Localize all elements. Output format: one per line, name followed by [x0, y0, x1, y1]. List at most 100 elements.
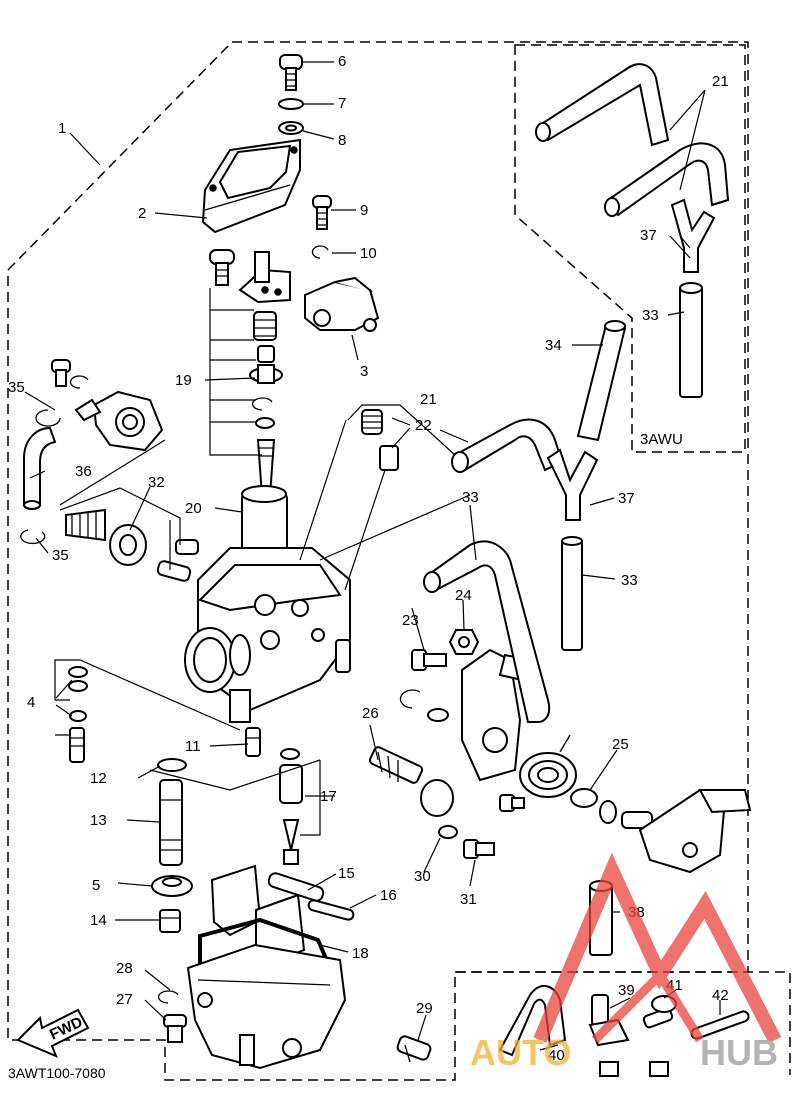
clamp-35: [35, 409, 61, 427]
callout-14: 14: [90, 912, 107, 929]
screw-27: [163, 1014, 187, 1043]
jet-14: [159, 909, 181, 933]
callout-29: 29: [416, 1000, 433, 1017]
callout-20: 20: [185, 500, 202, 517]
float-bowl: [186, 943, 347, 1070]
callout-27: 27: [116, 991, 133, 1008]
callout-1: 1: [58, 120, 66, 137]
screw-9: [312, 195, 332, 230]
assembly-boundary: [7, 41, 749, 1081]
watermark-logo: AUTO HUB: [470, 852, 782, 1073]
callout-37: 37: [618, 490, 635, 507]
spring-22: [361, 409, 399, 471]
collar-25: [570, 788, 598, 808]
watermark-text-left: AUTO: [470, 1032, 571, 1073]
watermark-text-right: HUB: [700, 1032, 778, 1073]
callout-32: 32: [148, 474, 165, 491]
nut-24: [448, 629, 480, 655]
callout-18: 18: [352, 945, 369, 962]
hose-34: [576, 320, 627, 442]
callout-21-inset: 21: [712, 73, 729, 90]
callout-33-inset: 33: [642, 307, 659, 324]
screw-pilot: [51, 359, 71, 387]
callout-39: 39: [618, 982, 635, 999]
screw-6: [279, 54, 303, 91]
clip-top-left: [69, 375, 89, 389]
oring-30: [438, 825, 458, 839]
joint-37: [546, 448, 599, 521]
callout-33-upper: 33: [462, 489, 479, 506]
oring-4: [68, 666, 88, 722]
variant-label: 3AWU: [640, 431, 683, 448]
callout-15: 15: [338, 865, 355, 882]
leader-lines: [24, 61, 721, 1051]
callout-23: 23: [402, 612, 419, 629]
callout-13: 13: [90, 812, 107, 829]
throttle-stop-3: [304, 276, 380, 332]
washer-7: [278, 98, 304, 110]
screw-23: [411, 649, 447, 671]
throttle-bracket: [238, 251, 291, 304]
vent-hose-21: [451, 418, 564, 473]
callout-19: 19: [175, 372, 192, 389]
inset-hose-21: [535, 63, 730, 217]
callout-6: 6: [338, 53, 346, 70]
callout-36: 36: [75, 463, 92, 480]
group-line-left: [54, 659, 321, 836]
catalog-code: 3AWT100-7080: [8, 1065, 106, 1081]
spring-19-stack: [249, 311, 283, 384]
callout-5: 5: [92, 877, 100, 894]
callout-22: 22: [415, 417, 432, 434]
callout-42: 42: [712, 987, 729, 1004]
callout-34: 34: [545, 337, 562, 354]
callout-7: 7: [338, 95, 346, 112]
bracket-screw: [209, 249, 235, 286]
washer-25: [599, 800, 617, 824]
diaphragm-32: [109, 524, 147, 566]
needle-jet-13: [159, 779, 183, 866]
callout-12: 12: [90, 770, 107, 787]
variant-inset-boundary: [514, 44, 746, 453]
inset-joint-37: [670, 198, 716, 273]
callout-17: 17: [320, 788, 337, 805]
group-line-cover: [59, 439, 166, 506]
needle-group-line: [209, 288, 262, 456]
clip-28: [157, 990, 179, 1004]
washer-19: [255, 417, 275, 429]
callout-labels: 1 2 3 4 5 6 7 8 9 10 11 12 13 14 15 16 1…: [8, 53, 729, 1064]
callout-30: 30: [414, 868, 431, 885]
callout-40: 40: [548, 1047, 565, 1064]
callout-10: 10: [360, 245, 377, 262]
callout-26: 26: [362, 705, 379, 722]
clamp-35b: [20, 529, 46, 545]
hose-33-lower: [561, 536, 583, 651]
callout-31: 31: [460, 891, 477, 908]
group-line-hoses: [299, 404, 471, 591]
callout-35-upper: 35: [8, 379, 25, 396]
top-cover-2: [201, 138, 301, 234]
oring-17: [280, 748, 300, 760]
callout-3: 3: [360, 363, 368, 380]
callout-8: 8: [338, 132, 346, 149]
callout-11: 11: [185, 738, 201, 755]
jet-11: [245, 727, 261, 757]
callout-9: 9: [360, 202, 368, 219]
callout-33-lower: 33: [621, 572, 638, 589]
cover-fitting: [74, 390, 164, 452]
screw-41: [642, 995, 677, 1029]
carburetor-body: [184, 485, 351, 723]
clip-e-ring: [399, 689, 421, 709]
callout-2: 2: [138, 205, 146, 222]
float-pin-16: [307, 899, 355, 921]
inset-hose-33: [679, 282, 703, 398]
clip-10: [311, 245, 329, 259]
washer-5: [151, 875, 193, 897]
group-line-32: [59, 487, 181, 570]
washer-lever: [427, 708, 449, 722]
fwd-arrow: FWD: [16, 1008, 90, 1058]
screw-lever: [499, 794, 525, 812]
plunger-32: [156, 539, 199, 582]
screw-31: [463, 839, 495, 859]
callout-21: 21: [420, 391, 437, 408]
